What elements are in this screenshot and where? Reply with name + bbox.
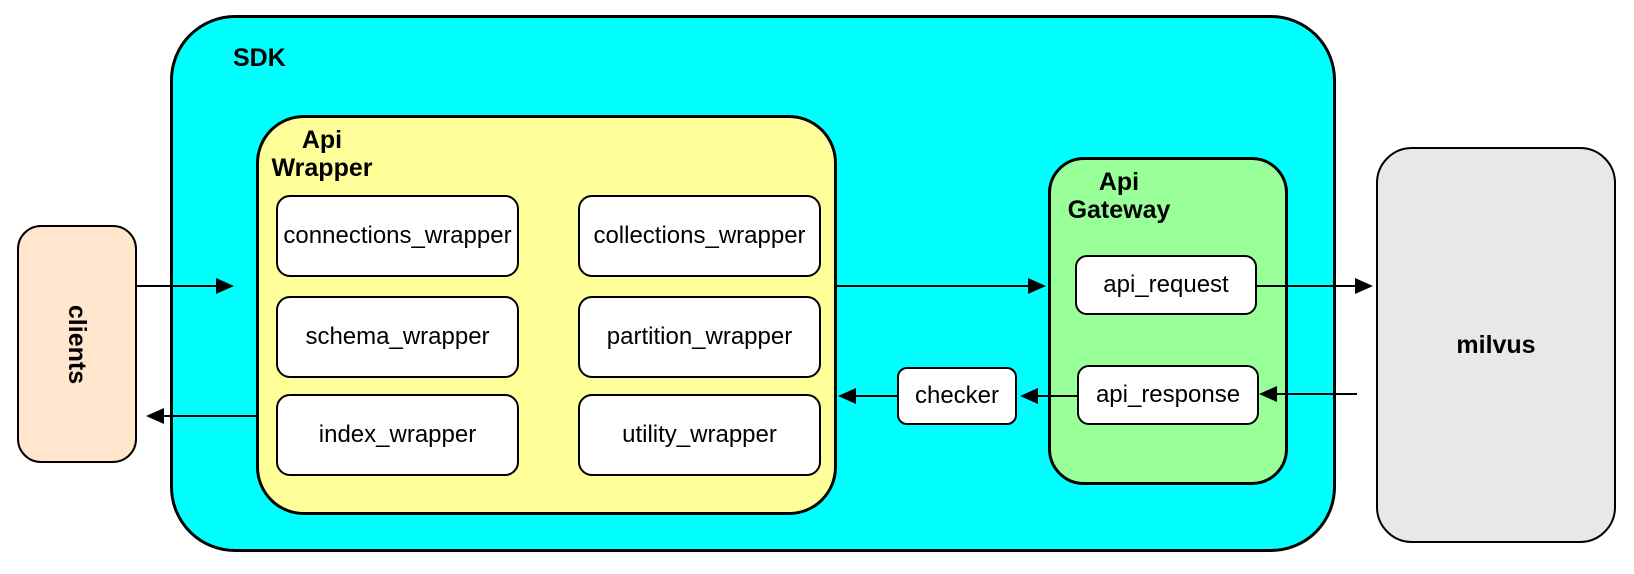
arrow-line [137,284,218,288]
api-gateway-label-line1: Api [1098,168,1140,196]
arrow-line [1275,392,1357,396]
api-gateway-label: Api Gateway [1051,168,1187,224]
arrow-api-response-to-checker [1020,388,1077,404]
clients-label: clients [63,304,92,384]
checker-node: checker [897,367,1017,425]
collections-wrapper-node: collections_wrapper [578,195,821,277]
connections-wrapper-node: connections_wrapper [276,195,519,277]
milvus-node: milvus [1376,147,1616,543]
arrow-line [1036,394,1077,398]
arrowhead [1355,278,1373,294]
arrow-line [1257,284,1357,288]
api-wrapper-container: Api Wrapper connections_wrapper collecti… [256,115,837,515]
arrow-milvus-to-api-response [1259,386,1357,402]
index-wrapper-node: index_wrapper [276,394,519,476]
arrow-checker-to-wrapper [838,388,897,404]
arrowhead [216,278,234,294]
arrow-line [162,414,257,418]
partition-wrapper-node: partition_wrapper [578,296,821,378]
arrowhead [1020,388,1038,404]
api-wrapper-label: Api Wrapper [267,126,377,182]
sdk-label: SDK [233,44,286,72]
arrowhead [1028,278,1046,294]
api-response-node: api_response [1077,365,1259,425]
arrow-wrapper-to-clients [146,408,257,424]
schema-wrapper-node: schema_wrapper [276,296,519,378]
api-wrapper-label-line1: Api [301,126,343,154]
arrowhead [1259,386,1277,402]
api-gateway-container: Api Gateway api_request api_response [1048,157,1288,485]
clients-node: clients [17,225,137,463]
arrow-line [837,284,1030,288]
api-wrapper-label-line2: Wrapper [271,154,373,182]
arrow-clients-to-sdk [137,278,234,294]
utility-wrapper-node: utility_wrapper [578,394,821,476]
api-request-node: api_request [1075,255,1257,315]
arrow-wrapper-to-api-request [837,278,1046,294]
api-gateway-label-line2: Gateway [1067,196,1171,224]
arrow-api-request-to-milvus [1257,278,1373,294]
arrowhead [838,388,856,404]
arrow-line [854,394,897,398]
milvus-label: milvus [1456,330,1536,359]
arrowhead [146,408,164,424]
